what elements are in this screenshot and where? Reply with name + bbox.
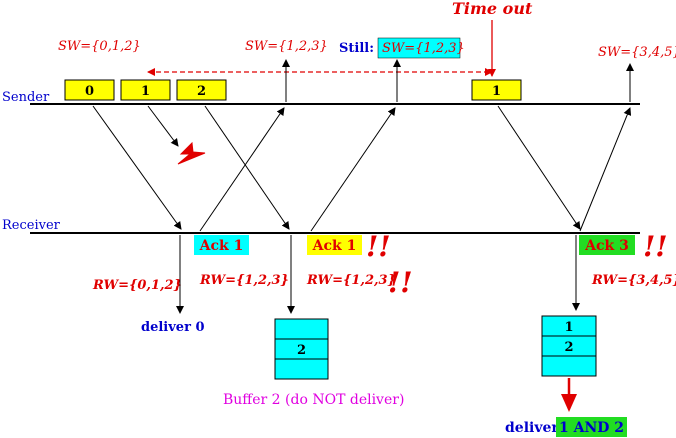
ack1-second-exclaim: !! — [366, 230, 391, 263]
sender-window-initial: SW={0,1,2} — [58, 39, 141, 54]
packet-0-label: 0 — [85, 84, 94, 99]
final-buffer-slot-1: 1 — [564, 320, 573, 335]
deliver-final-highlight-box — [556, 417, 627, 437]
ack3-box — [579, 235, 635, 255]
deliver-final-prefix: deliver — [505, 420, 559, 436]
packet-1-retransmit — [471, 79, 522, 101]
packet-2-label: 2 — [197, 84, 206, 99]
packet-0-transmission — [92, 105, 182, 230]
receiver-window-final: RW={3,4,5} — [591, 273, 676, 288]
deliver-final-arrow-head — [561, 394, 577, 412]
receiver-label: Receiver — [2, 218, 61, 233]
sender-label: Sender — [2, 90, 50, 105]
final-buffer-box — [541, 315, 597, 377]
packet-2-transmission — [204, 105, 290, 230]
ack3-exclaim: !! — [643, 230, 668, 263]
packet-1-label: 1 — [141, 84, 150, 99]
packet-2 — [176, 79, 227, 101]
packet-loss-lightning-icon — [177, 141, 206, 165]
packet-1 — [120, 79, 171, 101]
sender-window-still: SW={1,2,3} — [382, 41, 465, 56]
final-buffer-slot-2: 2 — [564, 340, 573, 355]
packet-0 — [64, 79, 115, 101]
ack3-transmission — [579, 107, 632, 232]
ack1-first-label: Ack 1 — [199, 238, 244, 254]
ack1-second-transmission — [310, 107, 396, 232]
timeout-label: Time out — [452, 0, 533, 18]
buffer-box — [274, 318, 329, 380]
receiver-window-exclaim: !! — [388, 266, 413, 299]
ack1-second-box — [307, 235, 362, 255]
sender-window-after-ack1: SW={1,2,3} — [245, 39, 328, 54]
packet-1-transmission-lost — [147, 105, 179, 147]
ack3-label: Ack 3 — [584, 238, 629, 254]
deliver-0-label: deliver 0 — [141, 320, 204, 335]
receiver-window-after-0: RW={1,2,3} — [199, 273, 289, 288]
deliver-final-highlight: 1 AND 2 — [559, 420, 624, 436]
still-label: Still: — [339, 41, 374, 56]
ack1-first-transmission — [199, 107, 285, 232]
buffer-slot-2: 2 — [297, 343, 306, 358]
packet-1-retransmit-label: 1 — [492, 84, 501, 99]
packet-1-retransmission — [497, 105, 581, 230]
sender-window-final: SW={3,4,5} — [598, 45, 676, 60]
receiver-window-initial: RW={0,1,2} — [92, 278, 182, 293]
receiver-window-after-2: RW={1,2,3} — [306, 273, 396, 288]
ack1-second-label: Ack 1 — [312, 238, 357, 254]
buffer-label: Buffer 2 (do NOT deliver) — [223, 392, 404, 408]
still-window-highlight — [377, 37, 461, 59]
ack1-first-box — [194, 235, 249, 255]
